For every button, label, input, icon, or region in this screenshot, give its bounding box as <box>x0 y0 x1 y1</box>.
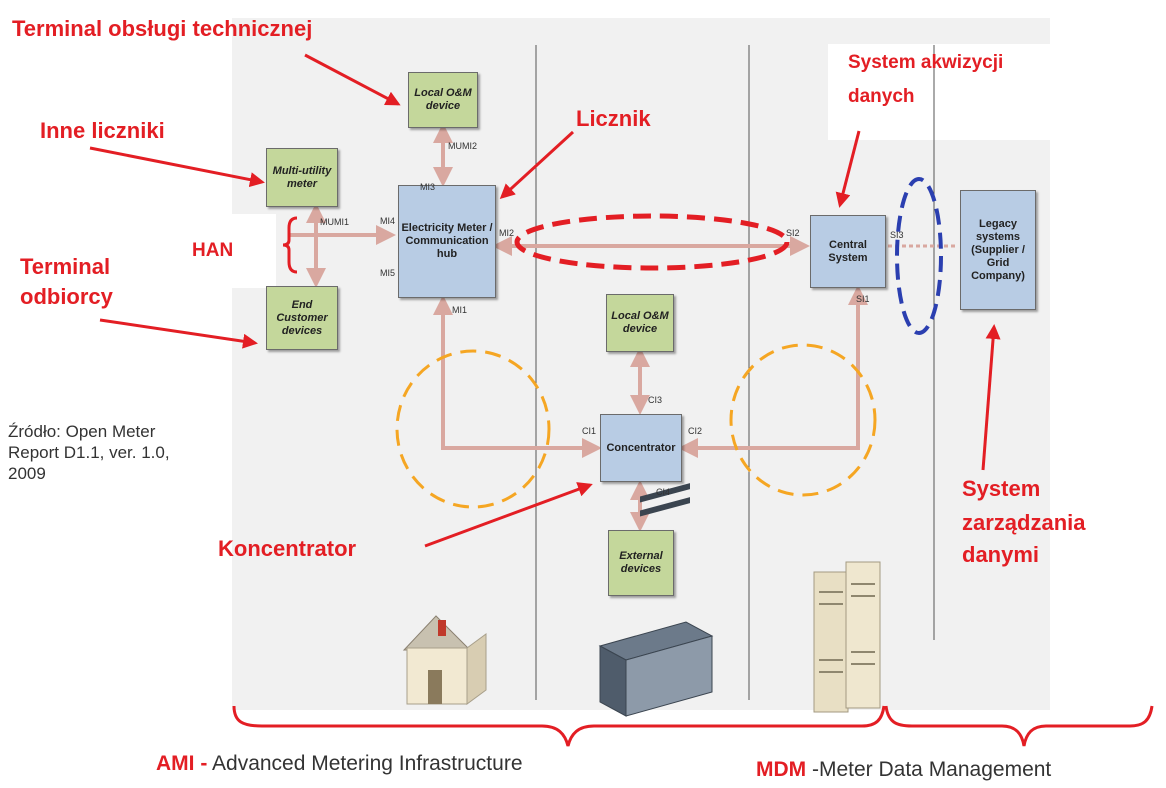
annotation-terminal-odbiorcy-line2: odbiorcy <box>20 284 113 309</box>
node-end-customer-devices: End Customer devices <box>266 286 338 350</box>
arrow-terminal-odbiorcy <box>99 318 258 349</box>
highlight-ellipse-blue <box>895 177 943 335</box>
port-label-mumi1: MUMI1 <box>320 217 349 227</box>
port-label-si1: SI1 <box>856 294 870 304</box>
node-local-om-device-mid: Local O&M device <box>606 294 674 352</box>
port-label-si3: SI3 <box>890 230 904 240</box>
port-label-mumi2: MUMI2 <box>448 141 477 151</box>
highlight-ellipse-orange-right <box>729 343 877 497</box>
annotation-licznik: Licznik <box>576 106 651 131</box>
source-note: Źródło: Open Meter Report D1.1, ver. 1.0… <box>8 422 170 483</box>
arrow-koncentrator <box>424 482 593 548</box>
house-icon <box>402 615 487 705</box>
connector-ci2-si1 <box>678 285 868 458</box>
port-label-mi1: MI1 <box>452 305 468 315</box>
highlight-ellipse-red <box>514 213 790 271</box>
node-local-om-device-top: Local O&M device <box>408 72 478 128</box>
node-multi-utility-meter: Multi-utility meter <box>266 148 338 207</box>
port-label-mi4: MI4 <box>380 216 396 226</box>
annotation-system-akwizycji-line2: danych <box>848 86 915 107</box>
footer-mdm-text: -Meter Data Management <box>806 758 1052 781</box>
footer-ami-abbr: AMI - <box>156 752 208 775</box>
annotation-terminal-obslugi: Terminal obsługi technicznej <box>12 16 313 41</box>
footer-mdm-abbr: MDM <box>756 758 807 781</box>
annotation-system-zarzadzania-line3: danymi <box>962 542 1040 567</box>
port-label-ci4: CI4 <box>656 487 671 497</box>
annotation-inne-liczniki: Inne liczniki <box>40 118 165 143</box>
annotation-han: HAN <box>192 240 234 261</box>
annotation-system-akwizycji-line1: System akwizycji <box>848 52 1004 73</box>
port-label-mi2: MI2 <box>499 228 515 238</box>
label-backdrop-han <box>178 214 276 288</box>
annotation-system-zarzadzania-line1: System <box>962 476 1041 501</box>
concentrator-device-icon <box>598 483 714 717</box>
arrow-terminal-obslugi <box>304 53 401 106</box>
node-concentrator: Concentrator <box>600 414 682 482</box>
server-icon <box>813 561 881 713</box>
footer-ami-text: Advanced Metering Infrastructure <box>207 752 523 775</box>
annotation-koncentrator: Koncentrator <box>218 536 357 561</box>
node-legacy-systems: Legacy systems (Supplier / Grid Company) <box>960 190 1036 310</box>
connector-mi1-ci1 <box>433 295 602 458</box>
annotation-terminal-odbiorcy-line1: Terminal <box>20 254 111 279</box>
arrow-inne-liczniki <box>89 146 265 188</box>
highlight-ellipse-orange-left <box>395 349 551 509</box>
arrow-system-zarzadzania <box>981 324 1001 471</box>
port-label-mi5: MI5 <box>380 268 396 278</box>
arrow-system-akwizycji <box>835 130 861 208</box>
label-backdrop-top-right <box>828 44 1050 140</box>
annotation-system-zarzadzania-line2: zarządzania <box>962 510 1086 535</box>
annotation-arrows <box>89 53 1001 548</box>
port-label-mi3: MI3 <box>420 182 436 192</box>
connectors <box>288 123 868 532</box>
node-external-devices: External devices <box>608 530 674 596</box>
footer-ami: AMI - Advanced Metering Infrastructure <box>156 752 523 776</box>
port-label-ci1: CI1 <box>582 426 597 436</box>
footer-mdm: MDM -Meter Data Management <box>756 758 1051 782</box>
port-label-ci3: CI3 <box>648 395 663 405</box>
node-electricity-meter-hub: Electricity Meter / Communication hub <box>398 185 496 298</box>
brace-mdm <box>884 705 1154 747</box>
arrow-licznik <box>499 130 575 200</box>
port-label-ci2: CI2 <box>688 426 703 436</box>
brace-ami <box>232 705 886 747</box>
port-label-si2: SI2 <box>786 228 800 238</box>
han-brace <box>282 216 298 274</box>
node-central-system: Central System <box>810 215 886 288</box>
